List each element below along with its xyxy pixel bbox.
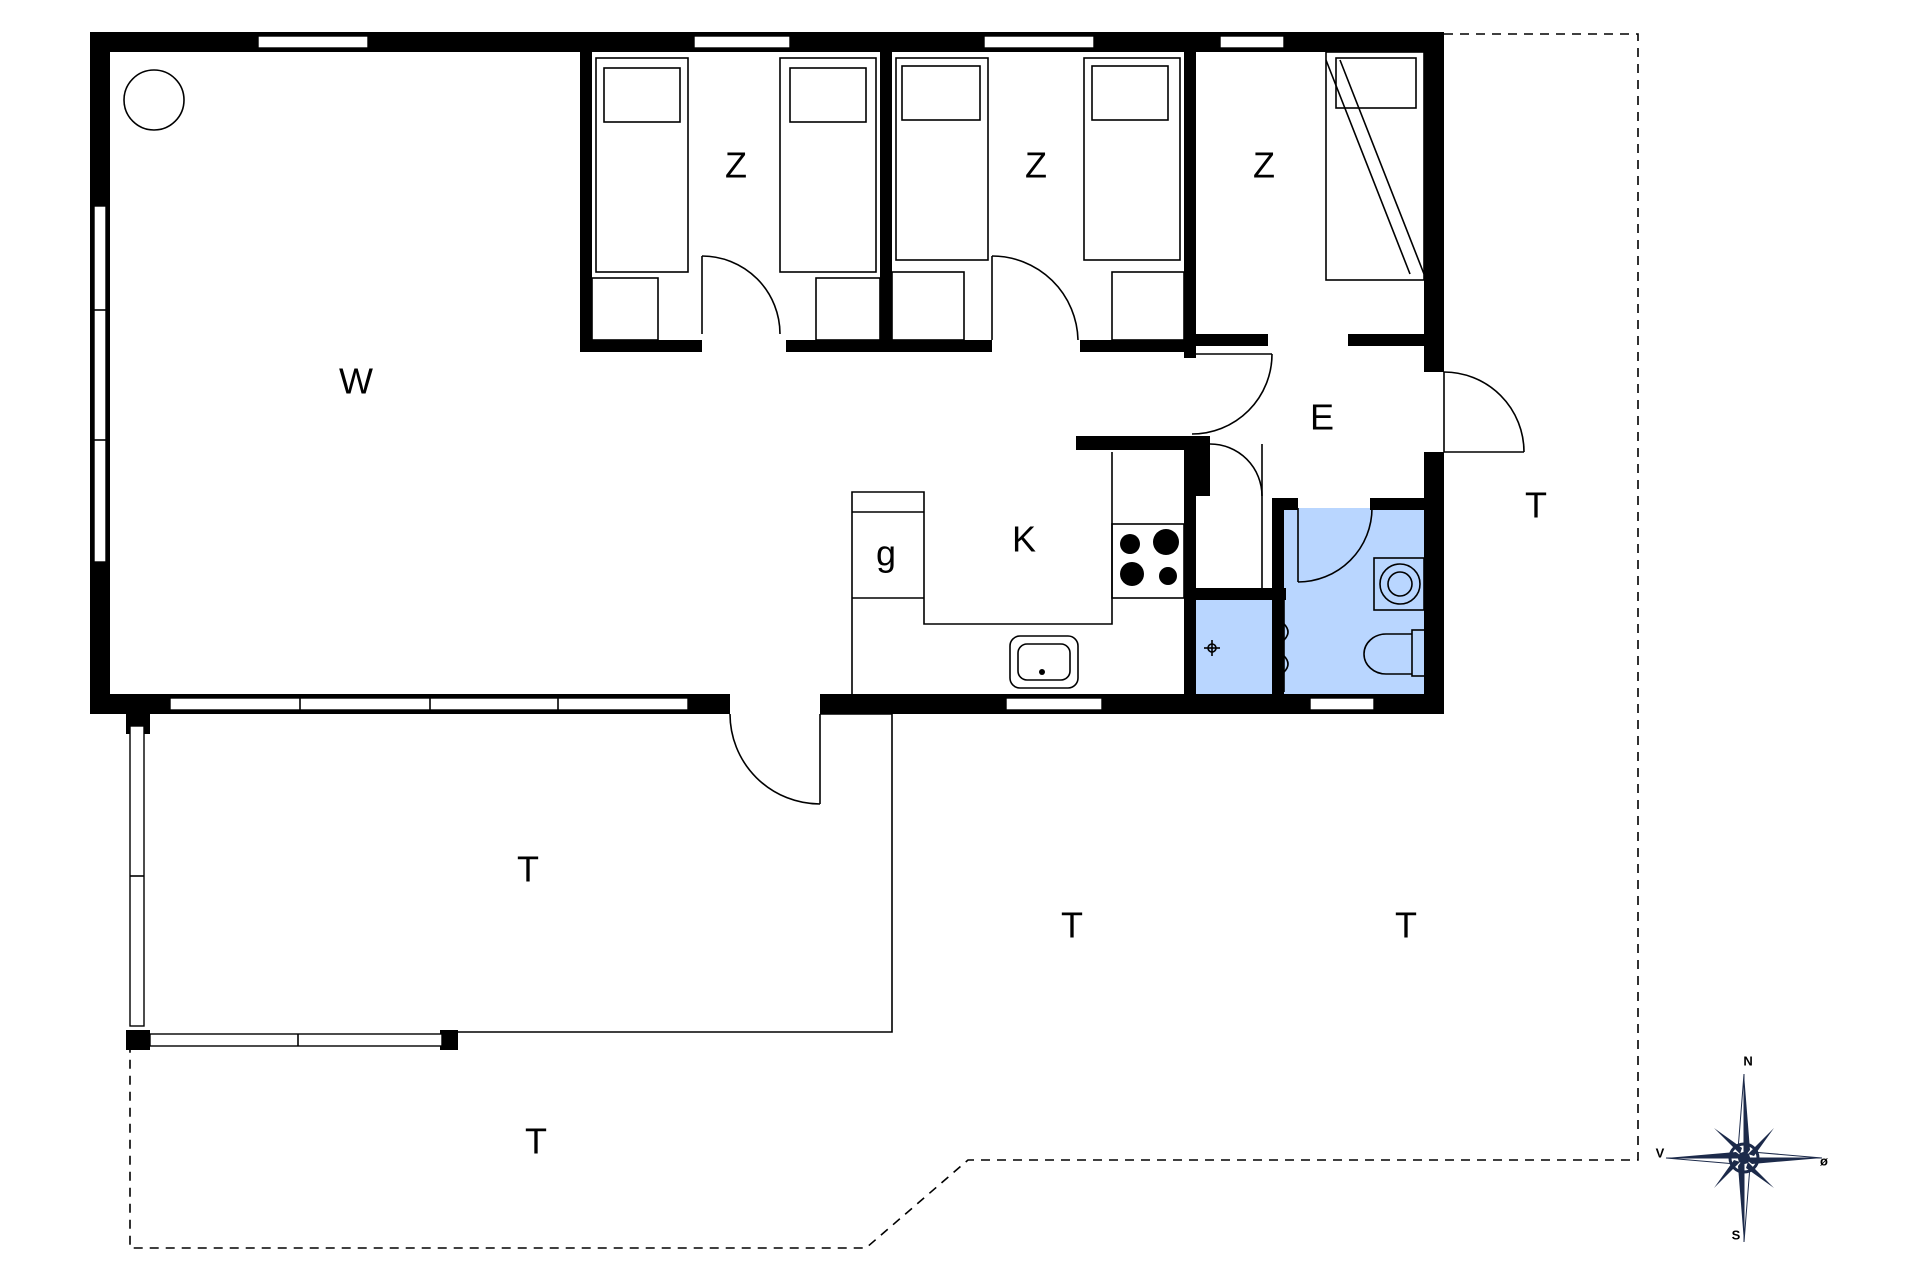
- compass-east: ø: [1820, 1153, 1828, 1168]
- room-label-terrace-middle: T: [1061, 905, 1083, 946]
- compass-star-icon: [1665, 1073, 1823, 1243]
- outer-walls: [90, 32, 1444, 1050]
- toilet-icon: [1363, 629, 1427, 677]
- room-label-bedroom-3: Z: [1253, 145, 1275, 186]
- compass-rose: N S ø V: [1656, 1053, 1828, 1242]
- shower-icon: [1204, 640, 1220, 656]
- room-label-terrace-bottom: T: [525, 1121, 547, 1162]
- doors: [701, 255, 1525, 805]
- stove-circle-icon: [123, 69, 185, 131]
- compass-west: V: [1656, 1145, 1665, 1160]
- washbasin-icon: [1373, 557, 1425, 611]
- shower-curtain-icon: [1279, 600, 1289, 692]
- sink-icon: [1009, 635, 1079, 689]
- room-label-terrace-lower-right: T: [1395, 905, 1417, 946]
- room-label-bedroom-2: Z: [1025, 145, 1047, 186]
- bathroom-fill: [1196, 508, 1426, 698]
- room-label-terrace-covered: T: [517, 849, 539, 890]
- appliance-label: g: [876, 533, 896, 574]
- windows: [93, 35, 1375, 1047]
- room-label-terrace-right: T: [1525, 485, 1547, 526]
- room-label-living: W: [339, 361, 373, 402]
- compass-south: S: [1732, 1227, 1741, 1242]
- terrace-outline: [129, 33, 1639, 1249]
- room-label-bedroom-1: Z: [725, 145, 747, 186]
- kitchen-fixtures: [851, 452, 1185, 694]
- room-labels: W Z Z Z E K g T T T T T: [339, 145, 1547, 1162]
- stove-icon: [1120, 529, 1179, 586]
- bedroom-furniture: [591, 51, 1425, 341]
- compass-north: N: [1743, 1053, 1752, 1068]
- room-label-entrance: E: [1310, 397, 1334, 438]
- bathroom-fixtures: [1204, 557, 1427, 692]
- interior-walls: [580, 52, 1424, 714]
- room-label-kitchen: K: [1012, 519, 1036, 560]
